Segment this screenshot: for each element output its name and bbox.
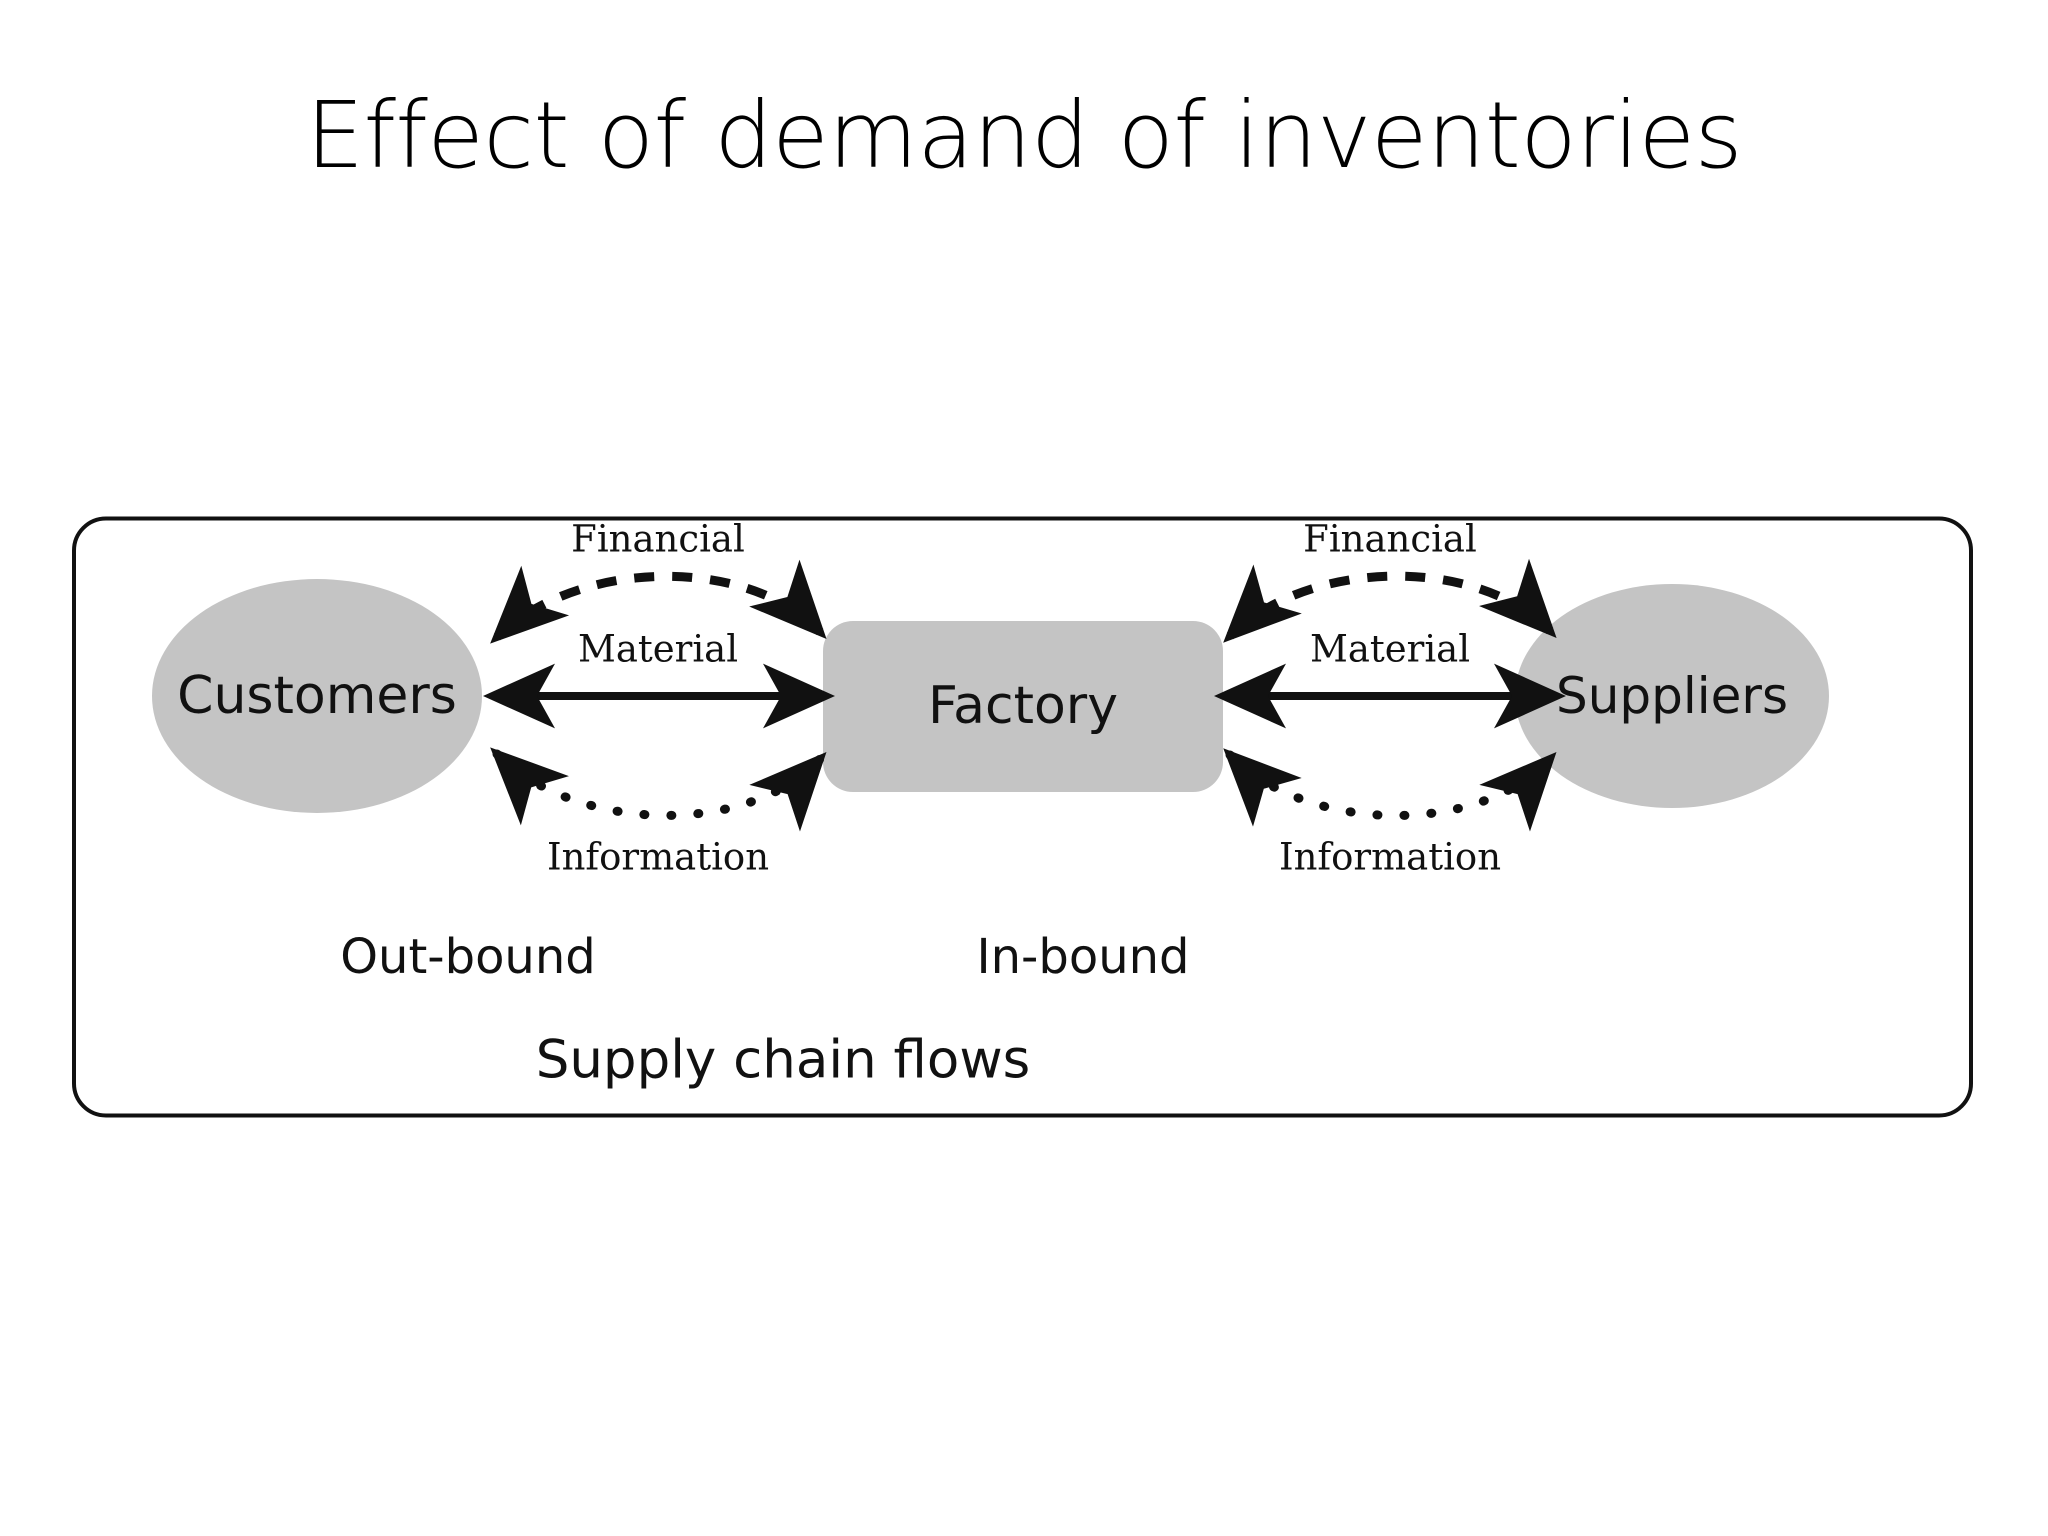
diagram-svg: Customers Factory Suppliers Financial Ma… [72,516,1973,1118]
node-suppliers [1515,584,1829,808]
node-customers [152,579,482,813]
flow-material-right-label: Material [1310,628,1470,671]
zone-inbound-label: In-bound [976,929,1189,985]
node-factory-label: Factory [928,676,1118,736]
zone-outbound-label: Out-bound [340,929,596,985]
flow-material-left-label: Material [578,628,738,671]
flow-financial-right-path [1223,558,1557,643]
flow-financial-left-label: Financial [571,518,745,561]
flow-financial-right-label: Financial [1303,518,1477,561]
page-title: Effect of demand of inventories [305,82,1743,189]
flow-information-right-label: Information [1279,836,1501,879]
node-factory [823,621,1223,792]
node-suppliers-label: Suppliers [1556,667,1788,725]
supply-chain-diagram: Customers Factory Suppliers Financial Ma… [60,505,1985,1130]
diagram-caption: Supply chain flows [536,1030,1031,1091]
flow-financial-left-path [490,559,827,644]
node-customers-label: Customers [177,666,457,726]
flow-information-left-label: Information [547,836,769,879]
